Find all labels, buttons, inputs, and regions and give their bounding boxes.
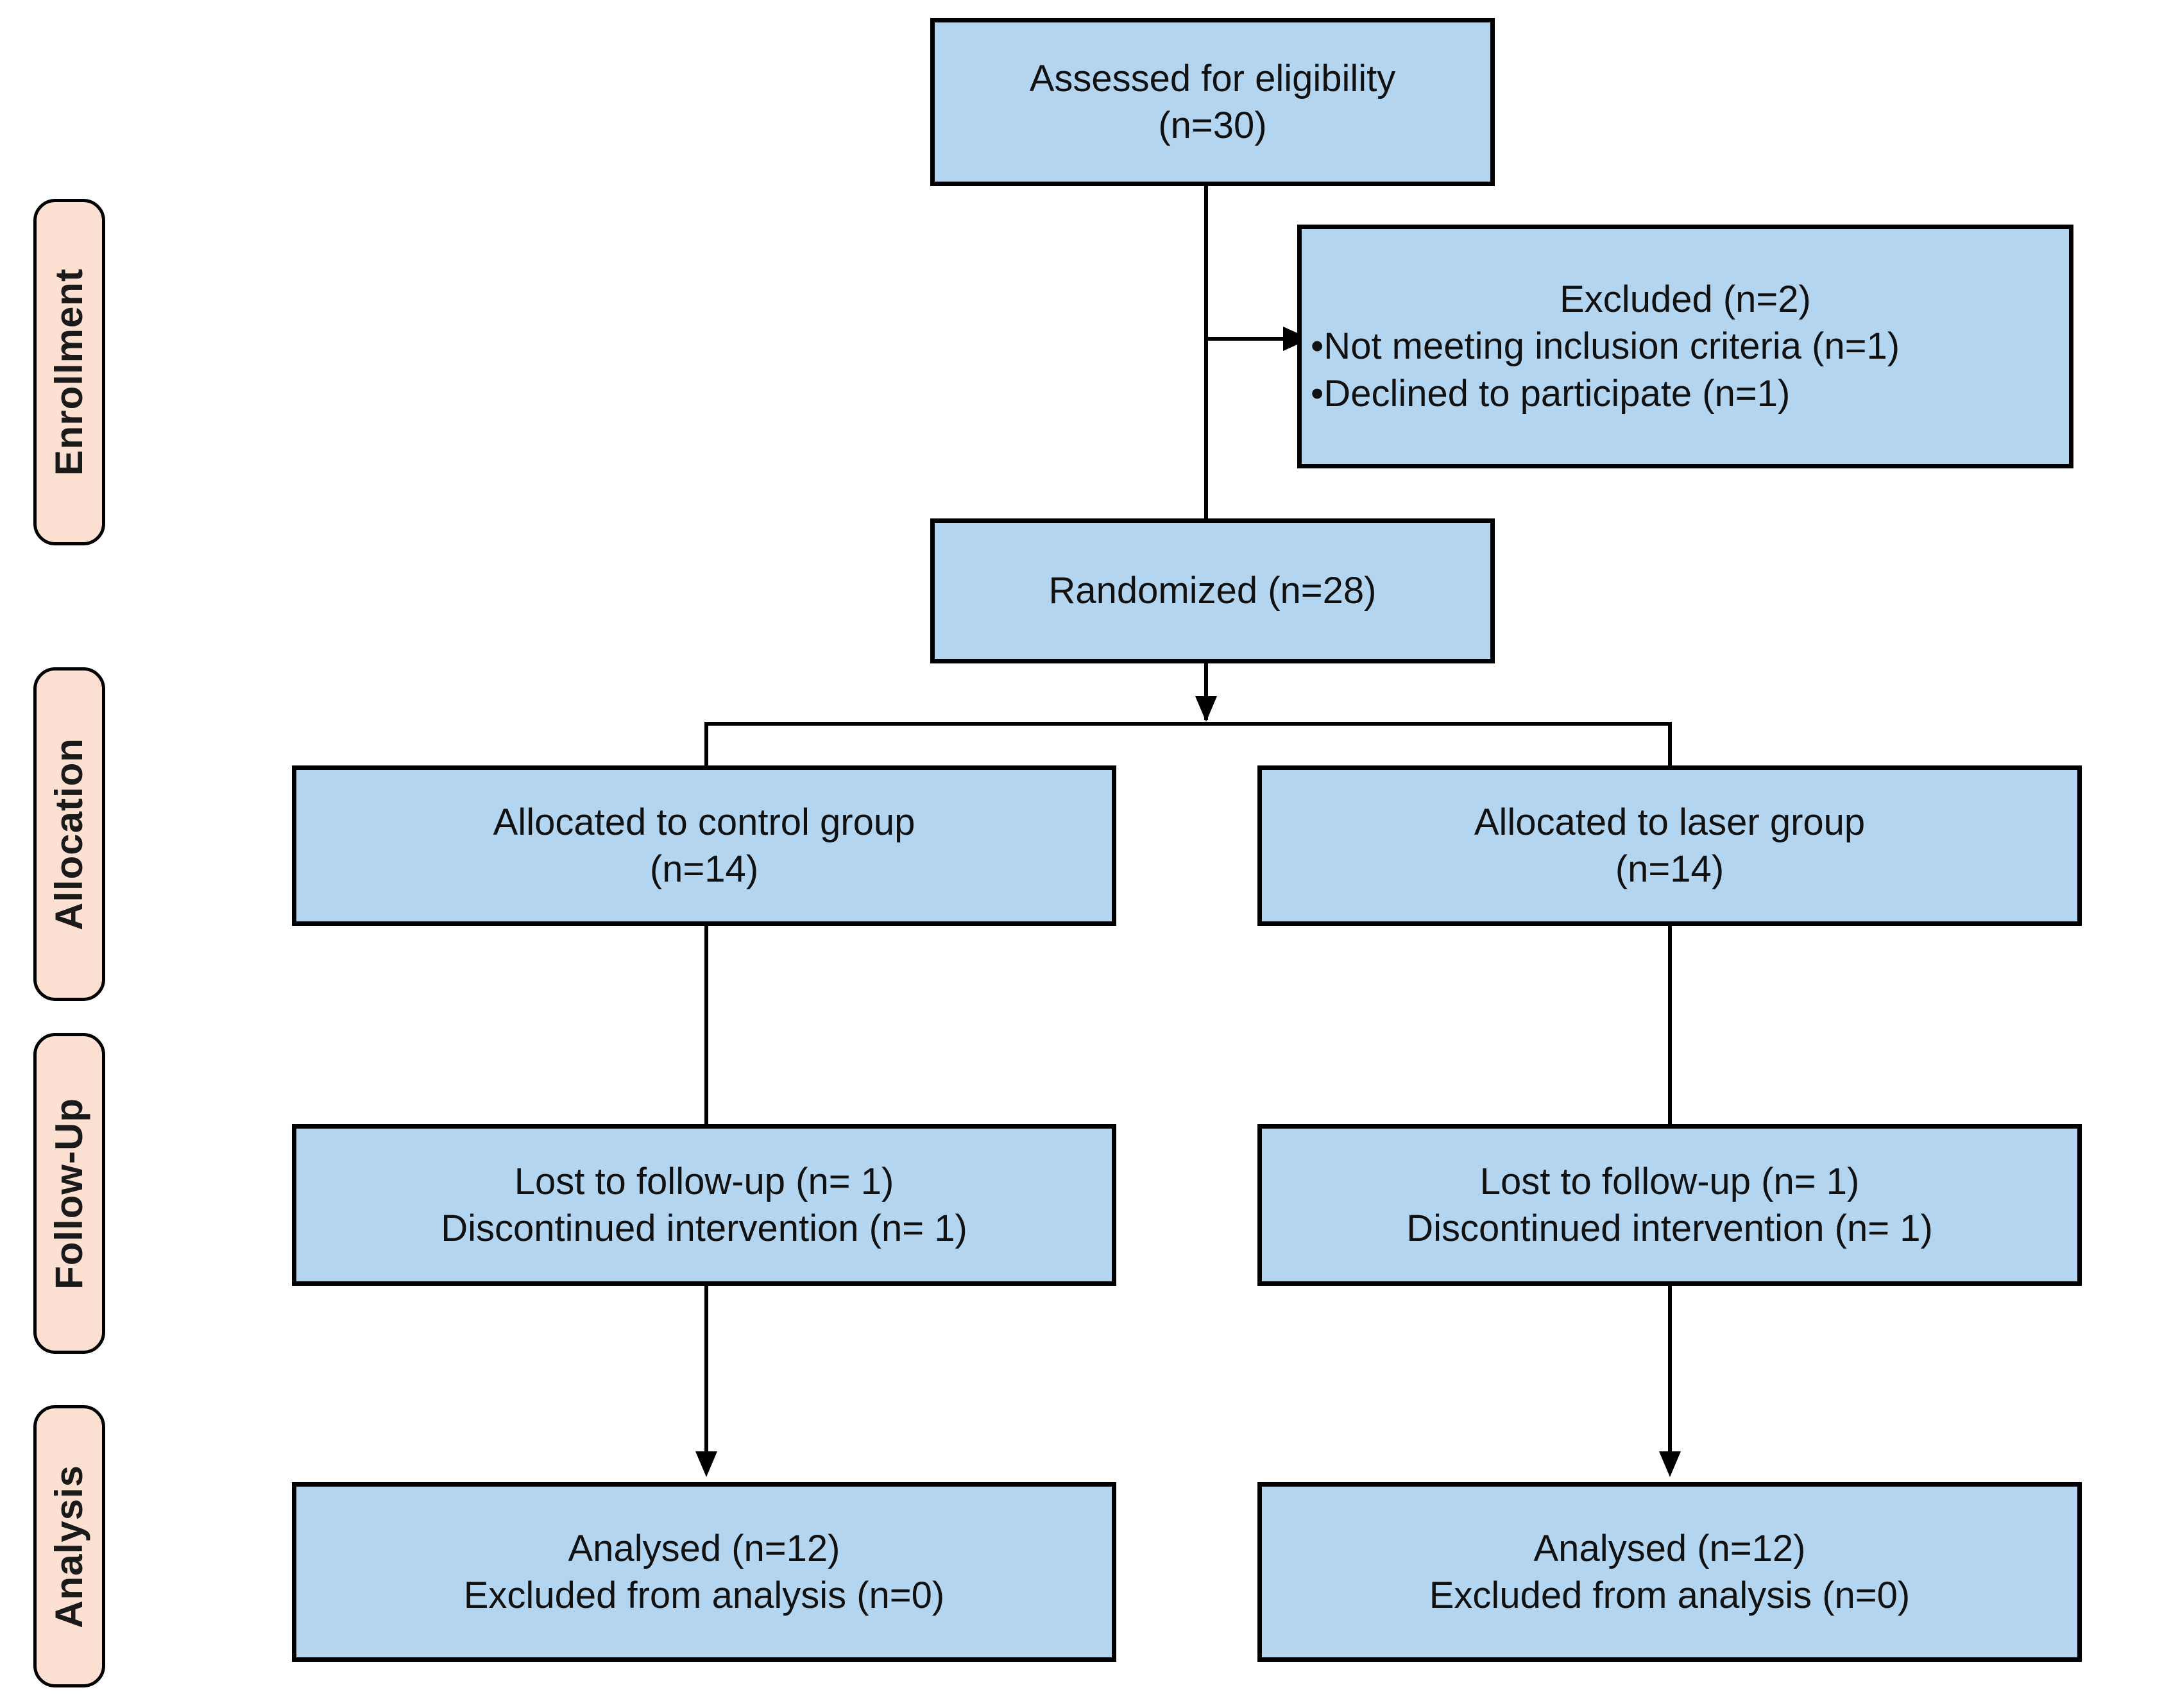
- node-allocated-laser: Allocated to laser group (n=14): [1257, 765, 2082, 926]
- arrowhead-laser-analysis: [1659, 1451, 1681, 1477]
- connector-laser-followup-to-analysis: [1668, 1283, 1672, 1469]
- node-allocated-laser-line-2: (n=14): [1615, 848, 1724, 890]
- node-allocated-laser-line-1: Allocated to laser group: [1474, 801, 1866, 843]
- split-bar-allocation: [704, 722, 1672, 726]
- node-allocated-control-line-2: (n=14): [649, 848, 759, 890]
- node-followup-laser-line-2: Discontinued intervention (n= 1): [1406, 1208, 1933, 1249]
- node-excluded-line-2: •Not meeting inclusion criteria (n=1): [1311, 325, 1900, 368]
- phase-label-follow-up-text: Follow-Up: [47, 1097, 90, 1290]
- node-analysis-laser: Analysed (n=12) Excluded from analysis (…: [1257, 1482, 2082, 1662]
- node-assessed-line-2: (n=30): [1158, 105, 1267, 146]
- node-followup-control-line-2: Discontinued intervention (n= 1): [441, 1208, 967, 1249]
- phase-label-allocation: Allocation: [33, 667, 105, 1001]
- node-allocated-control-line-1: Allocated to control group: [493, 801, 915, 843]
- node-followup-control: Lost to follow-up (n= 1) Discontinued in…: [292, 1124, 1116, 1286]
- node-randomized: Randomized (n=28): [930, 518, 1495, 663]
- node-analysis-laser-line-1: Analysed (n=12): [1533, 1527, 1806, 1569]
- connector-randomized-to-split: [1204, 662, 1208, 720]
- phase-label-allocation-text: Allocation: [47, 737, 90, 930]
- phase-label-analysis-text: Analysis: [47, 1464, 90, 1628]
- node-analysis-control-line-1: Analysed (n=12): [568, 1527, 840, 1569]
- phase-label-enrollment: Enrollment: [33, 199, 105, 545]
- node-excluded-line-3: •Declined to participate (n=1): [1311, 372, 1791, 414]
- arrowhead-control-analysis: [695, 1451, 717, 1477]
- node-analysis-control-line-2: Excluded from analysis (n=0): [463, 1575, 945, 1616]
- node-allocated-control: Allocated to control group (n=14): [292, 765, 1116, 926]
- node-excluded-line-1: Excluded (n=2): [1560, 278, 1811, 321]
- node-analysis-laser-line-2: Excluded from analysis (n=0): [1429, 1575, 1911, 1616]
- node-assessed-for-eligibility: Assessed for eligibility (n=30): [930, 18, 1495, 186]
- phase-label-analysis: Analysis: [33, 1405, 105, 1687]
- connector-split-to-laser-allocation: [1668, 722, 1672, 765]
- node-excluded: Excluded (n=2) •Not meeting inclusion cr…: [1297, 225, 2073, 468]
- connector-assessed-to-excluded: [1204, 337, 1297, 341]
- connector-control-allocation-to-followup: [704, 924, 708, 1129]
- connector-control-followup-to-analysis: [704, 1283, 708, 1469]
- node-randomized-line-1: Randomized (n=28): [1048, 570, 1377, 612]
- node-followup-laser: Lost to follow-up (n= 1) Discontinued in…: [1257, 1124, 2082, 1286]
- connector-split-to-control-allocation: [704, 722, 708, 765]
- node-followup-control-line-1: Lost to follow-up (n= 1): [514, 1160, 894, 1202]
- node-analysis-control: Analysed (n=12) Excluded from analysis (…: [292, 1482, 1116, 1662]
- node-followup-laser-line-1: Lost to follow-up (n= 1): [1479, 1160, 1860, 1202]
- arrowhead-randomized-split: [1195, 696, 1217, 722]
- node-assessed-line-1: Assessed for eligibility: [1029, 57, 1396, 99]
- phase-label-follow-up: Follow-Up: [33, 1033, 105, 1354]
- connector-assessed-to-randomized: [1204, 185, 1208, 518]
- connector-laser-allocation-to-followup: [1668, 924, 1672, 1129]
- phase-label-enrollment-text: Enrollment: [47, 268, 90, 476]
